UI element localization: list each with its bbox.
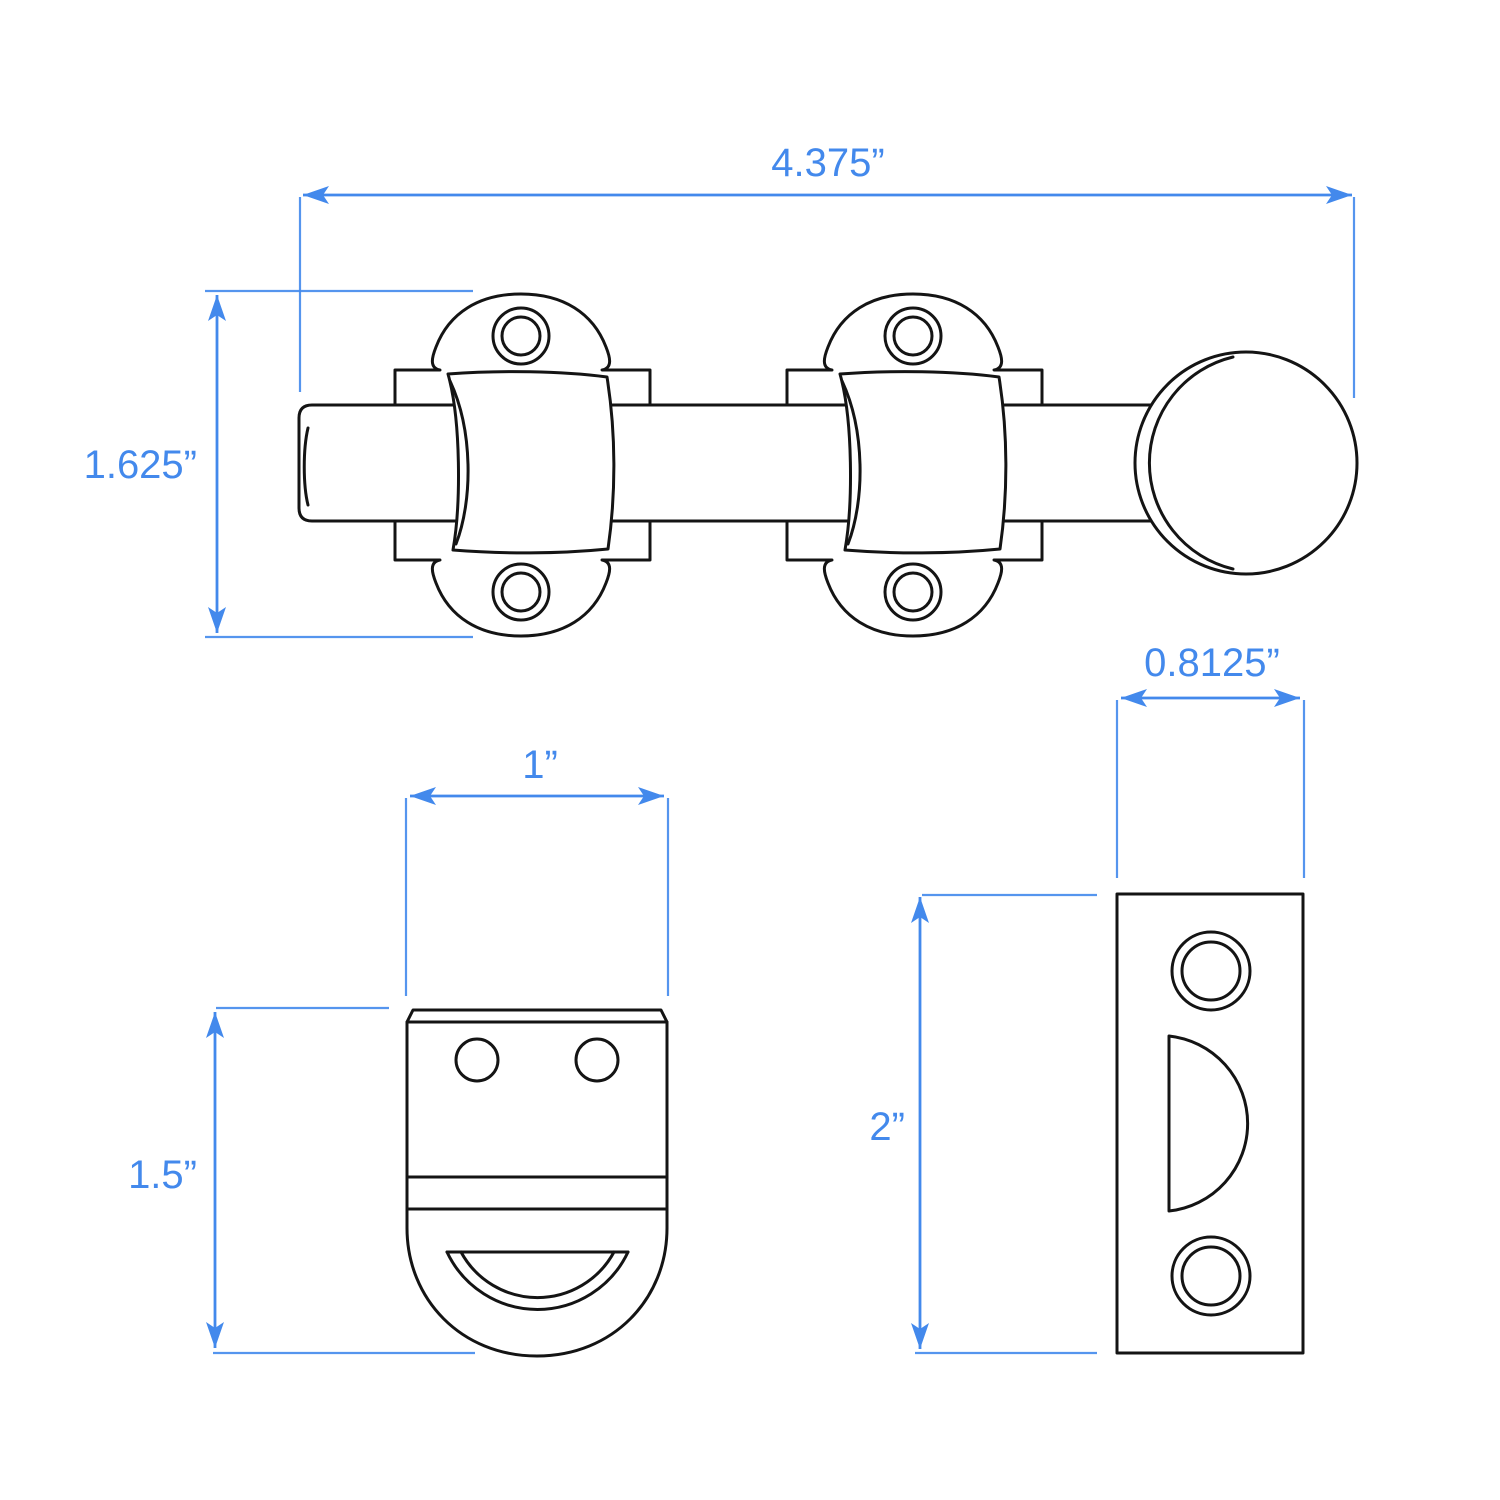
dimension-label: 0.8125” [1144,641,1280,685]
arrowhead-right [638,787,664,805]
arrowhead-left [410,787,436,805]
dim-front-width: 4.375” [298,141,1356,398]
screw-hole [574,1037,620,1083]
arrowhead-up [208,295,226,321]
screw-hole-inner [892,315,934,357]
arrowhead-down [206,1322,224,1348]
dim-keeper-width: 1” [404,743,670,996]
dimension-label: 1.5” [128,1153,197,1197]
screw-hole [454,1037,500,1083]
dim-strike-height: 2” [869,893,1097,1355]
screw-hole-outer [1170,930,1252,1012]
screw-hole-inner [892,571,934,613]
screw-hole-outer [491,306,551,366]
screw-hole-inner [500,315,542,357]
bracket-left-saddle [446,370,616,555]
screw-hole-outer [883,306,943,366]
keeper-outline [405,1008,669,1358]
front-view [297,292,1359,638]
arrowhead-right [1326,186,1352,204]
screw-hole-inner [1180,940,1242,1002]
bracket-right-saddle [838,370,1008,555]
bolt-knob-edge-curve [1147,355,1235,571]
dim-strike-width: 0.8125” [1115,641,1306,878]
dim-front-height: 1.625” [84,289,473,639]
strike-bolt-opening [1167,1034,1250,1213]
keeper-slot-inner-arc [459,1250,616,1299]
arrowhead-left [303,186,329,204]
screw-hole-outer [883,562,943,622]
arrowhead-down [911,1323,929,1349]
dimension-label: 1.625” [84,443,197,487]
dimension-label: 2” [869,1105,905,1149]
arrowhead-left [1121,689,1147,707]
bracket-left-saddle-inner-curve [448,379,470,546]
bolt-knob [1133,350,1359,576]
keeper-slot-outer-arc [445,1250,630,1311]
arrowhead-down [208,607,226,633]
bolt-rod [297,403,1248,523]
screw-hole-inner [1180,1245,1242,1307]
arrowhead-up [911,897,929,923]
strike-plate-view [1115,892,1305,1355]
dim-keeper-height: 1.5” [128,1006,475,1355]
screw-hole-inner [500,571,542,613]
dimension-annotations: 4.375” 1.625” 1” 1.5” [84,141,1356,1355]
keeper-view [405,1008,669,1358]
bolt-rod-end-curve [302,426,310,507]
screw-hole-outer [1170,1235,1252,1317]
arrowhead-up [206,1012,224,1038]
bracket-right-saddle-inner-curve [840,379,862,546]
screw-hole-outer [491,562,551,622]
dimension-label: 4.375” [771,141,884,185]
dimension-label: 1” [522,743,558,787]
arrowhead-right [1274,689,1300,707]
